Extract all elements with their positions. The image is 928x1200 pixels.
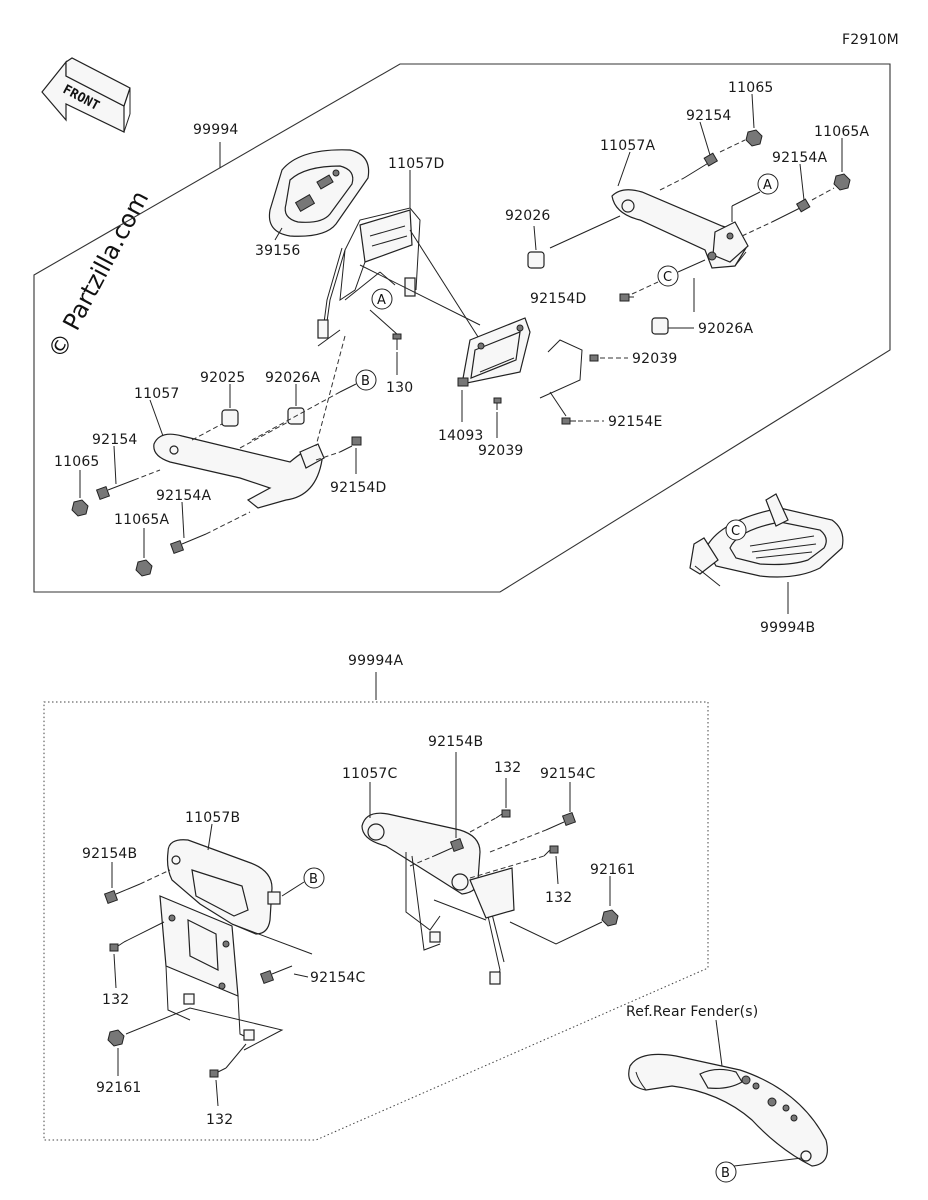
mounting-plate-14093	[457, 317, 531, 387]
screw-92154E	[561, 417, 576, 425]
nut-11065-left	[71, 499, 89, 517]
backrest-pad-39156	[268, 149, 370, 237]
ref-rear-fender-text: Ref.Rear Fender(s)	[626, 1004, 758, 1020]
bolt-92154B-top	[433, 837, 465, 857]
watermark: © Partzilla.com	[43, 186, 155, 363]
screw-132-left	[109, 941, 125, 952]
side-bracket-11057C	[361, 812, 515, 985]
label-92039-right: 92039	[632, 351, 678, 367]
label-92154B-left: 92154B	[82, 846, 137, 862]
callout-c-top-text: C	[663, 270, 672, 285]
label-11065A-left: 11065A	[114, 512, 170, 528]
bolt-92154B-left	[103, 883, 141, 905]
label-92161-right: 92161	[590, 862, 636, 878]
label-92026A-top: 92026A	[698, 321, 754, 337]
label-11057C: 11057C	[342, 766, 398, 782]
bolt-92154A-left	[169, 533, 207, 555]
side-bracket-11057A	[611, 189, 749, 269]
bolt-92154A-top	[771, 198, 811, 223]
rear-fender	[628, 1053, 828, 1167]
callout-b-mid-text: B	[309, 872, 318, 887]
callout-c-rack-text: C	[731, 524, 740, 539]
label-92154C-top: 92154C	[540, 766, 596, 782]
figure-code: F2910M	[842, 32, 899, 48]
screw-132-bottom	[209, 1067, 227, 1078]
label-92154-top: 92154	[686, 108, 732, 124]
spacer-92025	[221, 409, 239, 427]
label-92154A-left: 92154A	[156, 488, 212, 504]
label-92154A-top: 92154A	[772, 150, 828, 166]
label-11065-left: 11065	[54, 454, 100, 470]
callout-c-rack	[725, 519, 747, 541]
callout-a-right-text: A	[763, 178, 772, 193]
label-92154E: 92154E	[608, 414, 663, 430]
label-11065A-top: 11065A	[814, 124, 870, 140]
callout-b-top-text: B	[361, 374, 370, 389]
callout-b-fender-text: B	[721, 1166, 730, 1181]
label-99994: 99994	[193, 122, 239, 138]
label-92154D-top: 92154D	[530, 291, 587, 307]
nut-11065A-top	[833, 173, 851, 191]
label-132-mid: 132	[545, 890, 572, 906]
bolt-92154C-left	[259, 965, 293, 985]
screw-130	[392, 333, 402, 350]
screw-92154D-top	[619, 293, 634, 302]
label-132-bottom: 132	[206, 1112, 233, 1128]
label-92026A-left: 92026A	[265, 370, 321, 386]
spacer-92026A-top	[651, 317, 669, 335]
label-132-left: 132	[102, 992, 129, 1008]
screw-132-top	[495, 809, 511, 819]
label-39156: 39156	[255, 243, 301, 259]
label-132-top: 132	[494, 760, 521, 776]
callout-a-center	[371, 288, 393, 310]
label-92026-top: 92026	[505, 208, 551, 224]
callout-b-mid	[303, 867, 325, 889]
callout-b-fender	[715, 1161, 737, 1183]
backrest-frame-11057D	[317, 207, 421, 339]
label-99994B: 99994B	[760, 620, 815, 636]
label-92161-left: 92161	[96, 1080, 142, 1096]
label-92154C-left: 92154C	[310, 970, 366, 986]
side-bracket-11057B	[159, 839, 281, 1041]
screw-132-mid	[543, 845, 559, 857]
label-14093: 14093	[438, 428, 484, 444]
callout-a-right	[757, 173, 779, 195]
label-99994A: 99994A	[348, 653, 404, 669]
side-bracket-11057	[153, 433, 325, 509]
callout-a-center-text: A	[377, 293, 386, 308]
callout-c-top	[657, 265, 679, 287]
label-92154-left: 92154	[92, 432, 138, 448]
label-130: 130	[386, 380, 413, 396]
nut-92161-right	[601, 909, 619, 927]
group-frame-99994A	[43, 701, 709, 1141]
bolt-92154C-top	[545, 811, 577, 831]
label-11057D: 11057D	[388, 156, 445, 172]
label-92025: 92025	[200, 370, 246, 386]
screw-92039-bottom	[493, 397, 502, 410]
bolt-92154-left	[95, 479, 135, 501]
spacer-92026	[527, 251, 545, 269]
label-11057A: 11057A	[600, 138, 656, 154]
callout-b-top	[355, 369, 377, 391]
screw-92039-right	[589, 354, 599, 362]
label-92154D-left: 92154D	[330, 480, 387, 496]
nut-92161-left	[107, 1029, 125, 1047]
label-92039-bottom: 92039	[478, 443, 524, 459]
label-11065-top: 11065	[728, 80, 774, 96]
label-11057B: 11057B	[185, 810, 240, 826]
label-11057: 11057	[134, 386, 180, 402]
luggage-rack-99994B	[689, 493, 844, 587]
nut-11065-top	[745, 129, 763, 147]
label-92154B-top: 92154B	[428, 734, 483, 750]
group-frame-99994	[33, 63, 891, 593]
nut-11065A-left	[135, 559, 153, 577]
bolt-92154-top	[683, 152, 719, 179]
front-arrow-icon: FRONT	[41, 57, 131, 133]
bolt-92154D-left	[339, 436, 362, 453]
